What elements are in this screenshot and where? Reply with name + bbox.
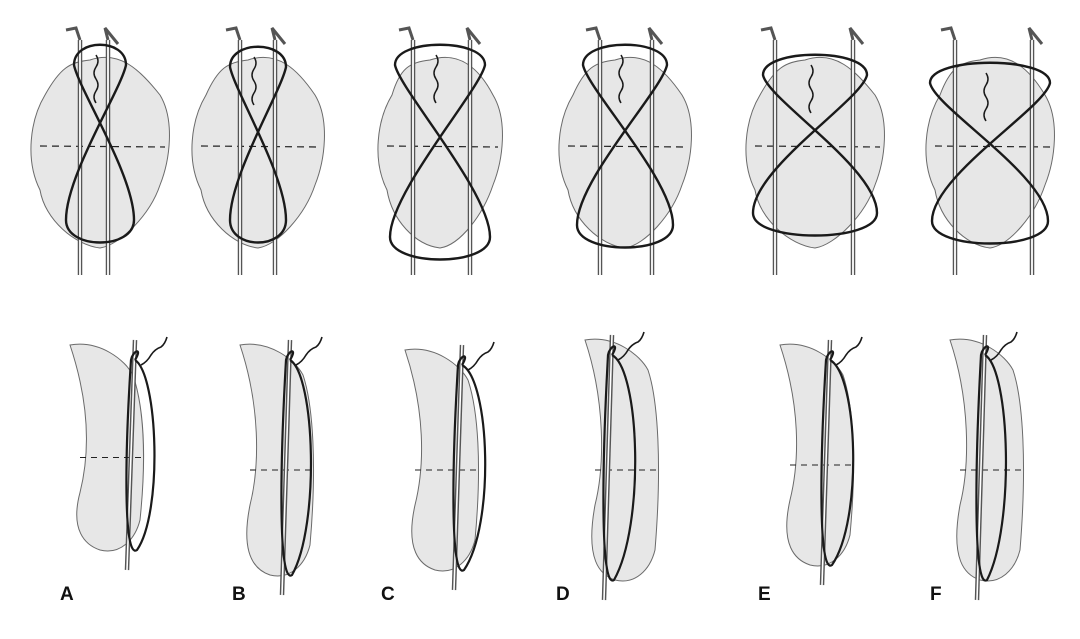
wire-twist-knot <box>618 54 624 104</box>
panel-label-c: C <box>381 584 395 605</box>
tension-band-wire <box>125 350 156 552</box>
k-wire-bent-end <box>65 26 82 41</box>
fracture-line <box>39 145 166 148</box>
figure-eight-wire <box>751 53 879 237</box>
wire-twist-knot <box>990 331 1018 361</box>
front-view-row <box>30 26 1055 275</box>
figure-eight-wire <box>928 61 1052 245</box>
tension-band-wire <box>452 355 487 572</box>
wire-twist-knot <box>93 54 99 104</box>
front-view-panel <box>30 26 170 275</box>
k-wire-bent-end <box>585 26 602 41</box>
panel-label-e: E <box>758 584 771 605</box>
patella-front-outline <box>745 56 885 249</box>
patella-front-outline <box>30 56 170 249</box>
panel-label-f: F <box>930 584 942 605</box>
tension-band-wire <box>975 345 1007 582</box>
wire-twist-knot <box>808 64 814 114</box>
side-view-panel <box>404 341 495 591</box>
fracture-line <box>567 145 688 148</box>
front-view-panel <box>745 26 885 275</box>
tension-band-wire <box>280 350 312 577</box>
wire-twist-knot <box>251 56 257 106</box>
patella-side-outline <box>584 338 660 582</box>
patella-side-outline <box>949 338 1025 582</box>
k-wire-bent-end <box>398 26 415 41</box>
wire-twist-knot <box>433 54 439 104</box>
wire-twist-knot <box>617 331 645 361</box>
side-view-panel <box>239 336 323 596</box>
panel-label-d: D <box>556 584 570 605</box>
side-view-panel <box>584 331 660 601</box>
wire-twist-knot <box>295 336 323 366</box>
wire-twist-knot <box>835 336 863 366</box>
panel-label-b: B <box>232 584 246 605</box>
side-view-panel <box>779 336 863 586</box>
tension-band-wire <box>820 350 855 567</box>
front-view-panel <box>925 26 1055 275</box>
patella-side-outline <box>239 343 315 577</box>
patella-front-outline <box>191 56 325 249</box>
panel-label-a: A <box>60 584 74 605</box>
fracture-line <box>754 145 881 148</box>
figure-eight-wire <box>64 43 136 244</box>
figure-eight-wire <box>388 43 492 261</box>
figure-eight-wire <box>228 45 288 244</box>
patella-front-outline <box>377 56 503 249</box>
fracture-line <box>200 145 321 148</box>
k-wire-bent-end <box>760 26 777 41</box>
side-view-panel <box>949 331 1025 601</box>
k-wire-bent-end <box>1027 27 1044 45</box>
k-wire-bent-end <box>270 27 287 45</box>
wire-twist-knot <box>140 336 168 366</box>
k-wire-bent-end <box>940 26 957 41</box>
fracture-line <box>386 145 499 148</box>
patella-front-outline <box>925 56 1055 249</box>
side-view-row <box>69 331 1025 601</box>
side-view-panel <box>69 336 168 571</box>
k-wire-bent-end <box>465 27 482 45</box>
wire-twist-knot <box>983 72 989 122</box>
k-wire-bent-end <box>848 27 865 45</box>
front-view-panel <box>558 26 692 275</box>
tension-band-wire <box>602 345 637 582</box>
front-view-panel <box>377 26 503 275</box>
figure-eight-wire <box>575 43 675 249</box>
k-wire-bent-end <box>647 27 664 45</box>
wire-twist-knot <box>467 341 495 371</box>
k-wire-bent-end <box>103 27 120 45</box>
k-wire-bent-end <box>225 26 242 41</box>
front-view-panel <box>191 26 325 275</box>
patella-side-outline <box>404 348 479 572</box>
